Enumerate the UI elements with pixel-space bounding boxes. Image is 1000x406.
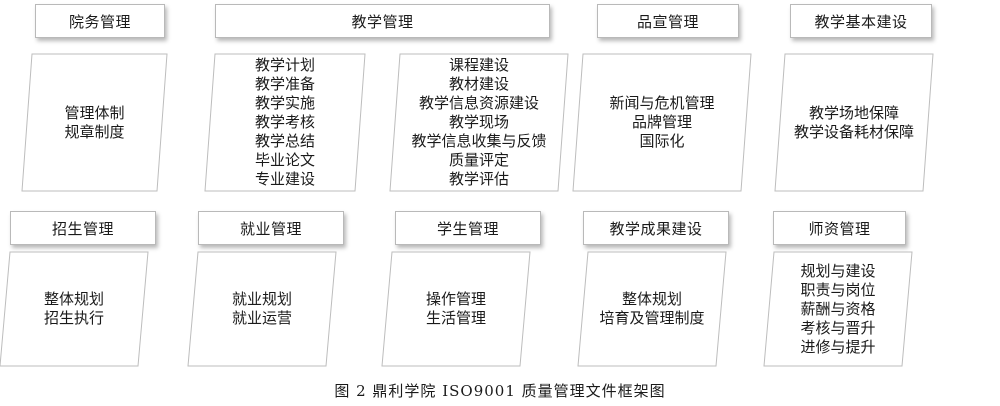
item-text: 教学信息收集与反馈 — [411, 132, 547, 150]
item-text: 教学实施 — [254, 94, 315, 112]
header-label: 教学成果建设 — [609, 219, 703, 238]
item-text: 教学设备耗材保障 — [793, 122, 914, 141]
item-text: 毕业论文 — [254, 151, 315, 169]
header-label: 招生管理 — [51, 219, 114, 238]
item-text: 进修与提升 — [800, 337, 876, 356]
header-jiuye: 就业管理 — [198, 211, 344, 245]
box-jiben-jianshe: 教学场地保障 教学设备耗材保障 — [774, 53, 934, 192]
item-text: 规划与建设 — [800, 261, 876, 280]
header-yuanwu: 院务管理 — [35, 4, 165, 38]
item-text: 考核与晋升 — [800, 318, 876, 337]
item-text: 新闻与危机管理 — [609, 94, 715, 112]
header-label: 院务管理 — [68, 12, 131, 31]
header-label: 就业管理 — [239, 219, 302, 238]
item-text: 整体规划 — [43, 290, 104, 308]
box-jiaoxue-a: 教学计划 教学准备 教学实施 教学考核 教学总结 毕业论文 专业建设 — [204, 53, 366, 192]
item-text: 生活管理 — [425, 309, 486, 327]
box-jiaoxue-b: 课程建设 教材建设 教学信息资源建设 教学现场 教学信息收集与反馈 质量评定 教… — [389, 53, 569, 192]
header-pinxuan: 品宣管理 — [597, 4, 739, 38]
figure-caption: 图 2 鼎利学院 ISO9001 质量管理文件框架图 — [334, 382, 666, 400]
item-text: 薪酬与资格 — [800, 299, 876, 318]
item-text: 教学计划 — [254, 56, 315, 74]
item-text: 职责与岗位 — [800, 280, 876, 299]
item-text: 招生执行 — [43, 309, 104, 327]
item-text: 整体规划 — [621, 290, 682, 308]
box-zhaosheng: 整体规划 招生执行 — [0, 251, 149, 367]
item-text: 质量评定 — [448, 151, 509, 169]
item-text: 教学评估 — [448, 170, 509, 188]
box-jiuye: 就业规划 就业运营 — [187, 251, 337, 367]
header-label: 学生管理 — [436, 219, 499, 238]
item-text: 教学信息资源建设 — [418, 94, 539, 112]
header-label: 教学管理 — [351, 12, 414, 31]
item-text: 专业建设 — [254, 170, 315, 188]
header-label: 品宣管理 — [636, 12, 699, 31]
item-text: 教学考核 — [254, 113, 315, 131]
item-text: 教学总结 — [254, 132, 315, 150]
box-chengguo: 整体规划 培育及管理制度 — [577, 251, 727, 367]
header-xuesheng: 学生管理 — [395, 211, 541, 245]
item-text: 国际化 — [639, 132, 685, 150]
item-text: 管理体制 — [64, 103, 125, 122]
header-chengguo: 教学成果建设 — [583, 211, 729, 245]
header-zhaosheng: 招生管理 — [10, 211, 156, 245]
item-text: 课程建设 — [448, 56, 509, 74]
header-label: 教学基本建设 — [814, 12, 908, 31]
item-text: 培育及管理制度 — [599, 309, 705, 327]
item-text: 教学场地保障 — [808, 103, 899, 122]
header-jiben-jianshe: 教学基本建设 — [790, 4, 932, 38]
item-text: 教材建设 — [448, 75, 509, 93]
header-jiaoxue: 教学管理 — [215, 4, 550, 38]
item-text: 就业运营 — [231, 309, 292, 327]
item-text: 品牌管理 — [631, 113, 692, 131]
item-text: 教学现场 — [448, 113, 509, 131]
item-text: 规章制度 — [64, 122, 125, 141]
box-pinxuan: 新闻与危机管理 品牌管理 国际化 — [572, 53, 752, 192]
item-text: 教学准备 — [254, 75, 315, 93]
box-xuesheng: 操作管理 生活管理 — [381, 251, 531, 367]
header-label: 师资管理 — [808, 219, 871, 238]
box-shizi: 规划与建设 职责与岗位 薪酬与资格 考核与晋升 进修与提升 — [763, 251, 913, 367]
box-yuanwu: 管理体制 规章制度 — [21, 53, 168, 192]
header-shizi: 师资管理 — [773, 211, 906, 245]
item-text: 操作管理 — [425, 290, 486, 308]
item-text: 就业规划 — [231, 290, 292, 308]
